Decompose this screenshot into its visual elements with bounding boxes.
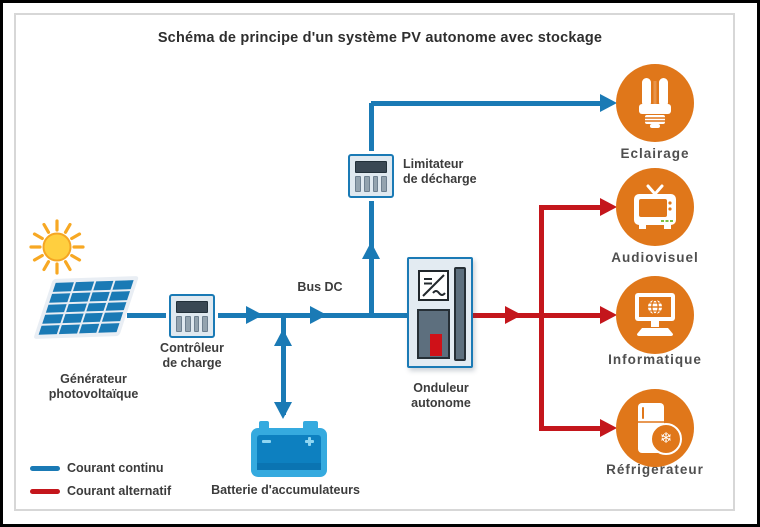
arrow-right-icon — [600, 94, 617, 112]
inverter-label: Onduleur autonome — [411, 381, 471, 410]
ac-trunk-line — [539, 205, 544, 431]
limiter-label: Limitateur de décharge — [403, 157, 477, 186]
legend-dc-label: Courant continu — [67, 461, 164, 475]
arrow-right-icon — [600, 306, 617, 324]
arrow-right-icon — [310, 306, 327, 324]
battery-label: Batterie d'accumulateurs — [211, 483, 360, 497]
arrow-up-icon — [274, 329, 292, 346]
legend-ac-swatch — [30, 489, 60, 494]
legend-dc-swatch — [30, 466, 60, 471]
legend-ac-label: Courant alternatif — [67, 484, 172, 498]
ac-audiovisual-line — [542, 205, 601, 210]
load-label-informatique: Informatique — [608, 352, 702, 367]
computer-icon — [635, 293, 675, 336]
battery-icon — [250, 419, 328, 479]
dc-ac-symbol-icon — [418, 270, 449, 301]
snowflake-icon — [650, 423, 682, 455]
inverter-icon — [407, 257, 473, 368]
dc-limiter-line — [369, 103, 374, 315]
dc-lighting-line — [371, 101, 601, 106]
load-label-eclairage: Eclairage — [620, 146, 690, 161]
load-circle-refrigerateur — [616, 389, 694, 467]
load-label-refrigerateur: Réfrigérateur — [606, 462, 704, 477]
sun-icon — [26, 216, 88, 278]
dc-battery-line — [281, 315, 286, 415]
arrow-right-icon — [505, 306, 522, 324]
dc-bus-line — [127, 313, 409, 318]
charge-controller-icon — [169, 294, 215, 338]
load-circle-eclairage — [616, 64, 694, 142]
tv-icon — [634, 184, 676, 229]
generator-label: Générateur photovoltaïque — [48, 372, 139, 401]
load-circle-informatique — [616, 276, 694, 354]
arrow-down-icon — [274, 402, 292, 419]
discharge-limiter-icon — [348, 154, 394, 198]
ac-computer-line — [541, 313, 601, 318]
load-label-audiovisuel: Audiovisuel — [611, 250, 699, 265]
ac-fridge-line — [542, 426, 601, 431]
arrow-right-icon — [600, 198, 617, 216]
diagram-title: Schéma de principe d'un système PV auton… — [157, 30, 603, 46]
arrow-right-icon — [600, 419, 617, 437]
solar-panel-icon — [33, 276, 140, 339]
cfl-bulb-icon — [639, 78, 671, 128]
bus-dc-label: Bus DC — [297, 280, 343, 294]
controller-label: Contrôleur de charge — [160, 341, 224, 370]
load-circle-audiovisuel — [616, 168, 694, 246]
arrow-up-icon — [362, 242, 380, 259]
arrow-right-icon — [246, 306, 263, 324]
